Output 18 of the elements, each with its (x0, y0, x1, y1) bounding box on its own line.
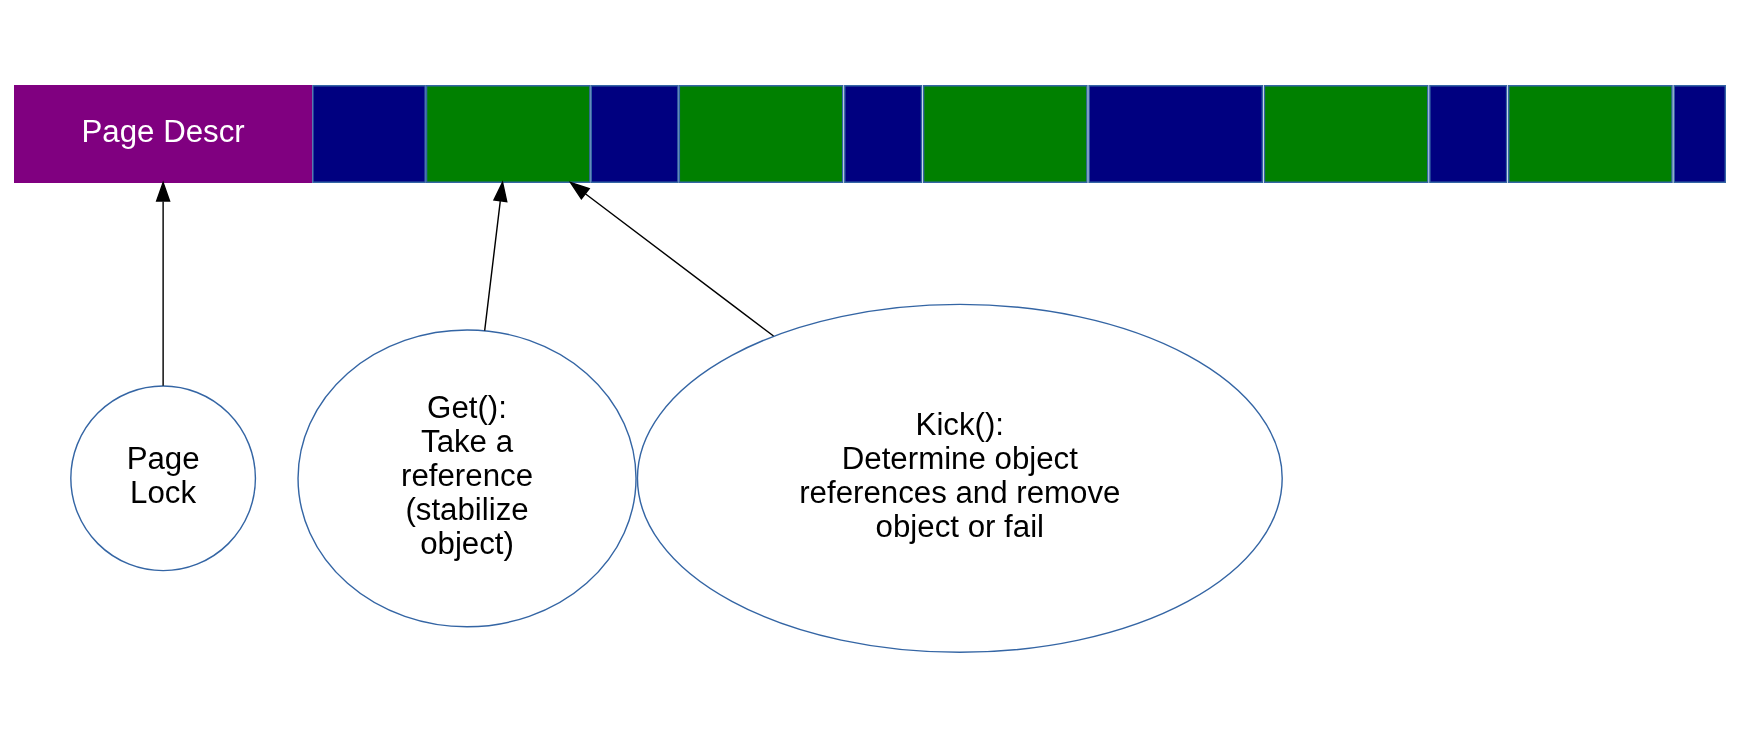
node-box (678, 84, 844, 183)
arrow (155, 179, 171, 387)
node-box: Page Descr (14, 84, 313, 183)
node-box (425, 84, 591, 183)
node-box (922, 84, 1088, 183)
arrow (568, 180, 775, 337)
node-box (1673, 84, 1726, 183)
arrow (483, 179, 508, 331)
node-ellipse: Get(): Take a reference (stabilize object) (297, 328, 637, 627)
node-box (1088, 84, 1264, 183)
node-box (1429, 84, 1508, 183)
node-ellipse: Kick(): Determine object references and remove object or fail (636, 303, 1283, 653)
node-box (590, 84, 679, 183)
node-box (844, 84, 923, 183)
node-box (1263, 84, 1429, 183)
node-box (1508, 84, 1673, 183)
node-box (312, 84, 426, 183)
node-circle: Page Lock (70, 384, 257, 571)
